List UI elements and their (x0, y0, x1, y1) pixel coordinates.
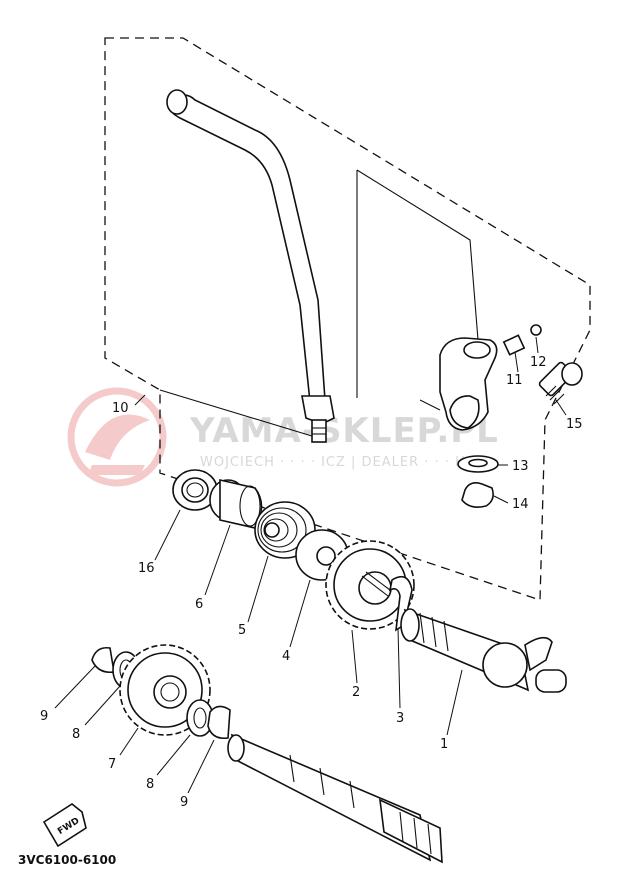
bushing-6 (209, 478, 263, 529)
watermark-logo-icon (67, 387, 167, 487)
watermark-subtitle: WOJCIECH · · · · ICZ | DEALER · · · HA (200, 455, 476, 470)
callout-15: 15 (566, 417, 583, 432)
kick-boss (439, 337, 498, 431)
diagram-code: 3VC6100-6100 (18, 853, 116, 867)
callout-3: 3 (396, 711, 404, 726)
kick-gear-2 (325, 540, 415, 630)
callout-16: 16 (138, 561, 155, 576)
washer-13 (457, 455, 499, 473)
circlip-9-right (207, 705, 231, 740)
washer-8-right (186, 699, 214, 737)
callout-8-left: 8 (72, 727, 80, 742)
callout-1: 1 (440, 737, 448, 752)
callout-5: 5 (238, 623, 246, 638)
callout-7: 7 (108, 757, 116, 772)
ball-12 (530, 324, 542, 336)
callout-12: 12 (530, 355, 547, 370)
leader-lines (54, 336, 567, 794)
watermark-title: YAMA-SKLEP.PL (189, 411, 499, 451)
spring-11 (502, 334, 526, 356)
boss-frame (356, 169, 479, 341)
fwd-arrow-icon: FWD (42, 803, 87, 848)
callout-labels: 10 16 6 5 4 2 3 1 11 12 15 13 14 9 8 7 8… (40, 355, 583, 810)
callout-13: 13 (512, 459, 529, 474)
kick-crank-lever (166, 89, 335, 443)
clip-3 (388, 575, 413, 632)
circlip-14 (461, 482, 494, 508)
bolt-15 (538, 361, 583, 405)
shaft-frame (159, 170, 358, 441)
kick-crank-assembly-boundary (104, 37, 591, 601)
callout-6: 6 (195, 597, 203, 612)
circlip-9-left (91, 646, 115, 674)
callout-11: 11 (506, 373, 523, 388)
callout-10: 10 (112, 401, 129, 416)
callout-2: 2 (352, 685, 360, 700)
kick-axle-1 (400, 608, 567, 693)
watermark: YAMA-SKLEP.PL WOJCIECH · · · · ICZ | DEA… (67, 387, 499, 487)
callout-14: 14 (512, 497, 529, 512)
callout-9-right: 9 (180, 795, 188, 810)
callout-9-left: 9 (40, 709, 48, 724)
callout-4: 4 (282, 649, 290, 664)
callout-8-right: 8 (146, 777, 154, 792)
oil-seal-16 (172, 469, 218, 511)
main-axle-shaft (227, 733, 443, 864)
